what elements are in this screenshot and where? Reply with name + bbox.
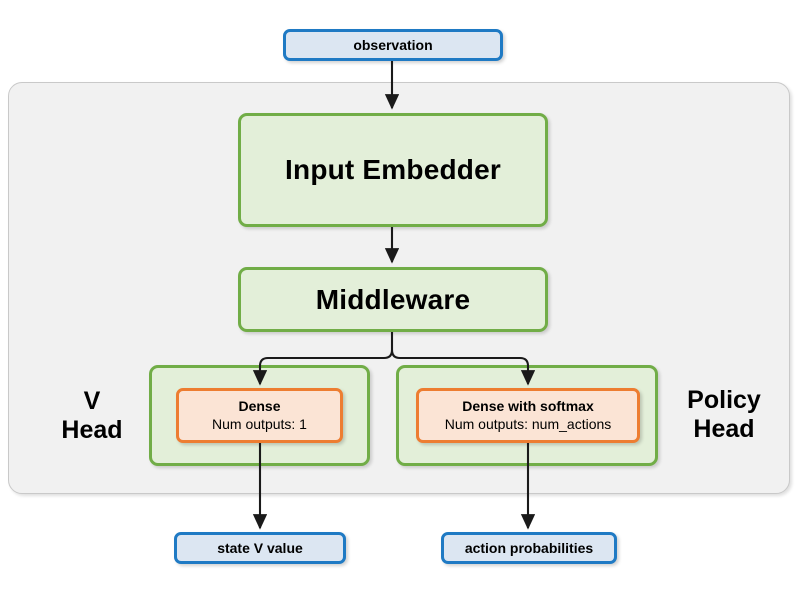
- node-policy-head-dense-subtitle: Num outputs: num_actions: [444, 415, 612, 432]
- label-policy-head-line1: Policy: [687, 386, 761, 415]
- label-policy-head-line2: Head: [693, 415, 755, 443]
- node-action-probabilities-label: action probabilities: [464, 540, 594, 556]
- label-policy-head: Policy Head: [668, 375, 780, 455]
- node-v-head-dense-subtitle: Num outputs: 1: [212, 415, 307, 432]
- label-v-head: V Head: [42, 383, 142, 449]
- node-middleware[interactable]: Middleware: [238, 267, 548, 332]
- node-policy-head-dense-title: Dense with softmax: [462, 398, 594, 414]
- node-v-head-dense[interactable]: Dense Num outputs: 1: [176, 388, 343, 443]
- label-v-head-line2: Head: [61, 416, 123, 444]
- node-action-probabilities[interactable]: action probabilities: [441, 532, 617, 564]
- node-v-head-dense-title: Dense: [238, 398, 281, 414]
- label-v-head-line1: V: [83, 387, 101, 416]
- node-input-embedder[interactable]: Input Embedder: [238, 113, 548, 227]
- node-observation[interactable]: observation: [283, 29, 503, 61]
- node-state-v-value-label: state V value: [217, 540, 303, 556]
- node-observation-label: observation: [353, 37, 433, 53]
- node-middleware-label: Middleware: [315, 283, 471, 315]
- node-input-embedder-label: Input Embedder: [285, 154, 501, 185]
- node-state-v-value[interactable]: state V value: [174, 532, 346, 564]
- node-policy-head-dense[interactable]: Dense with softmax Num outputs: num_acti…: [416, 388, 640, 443]
